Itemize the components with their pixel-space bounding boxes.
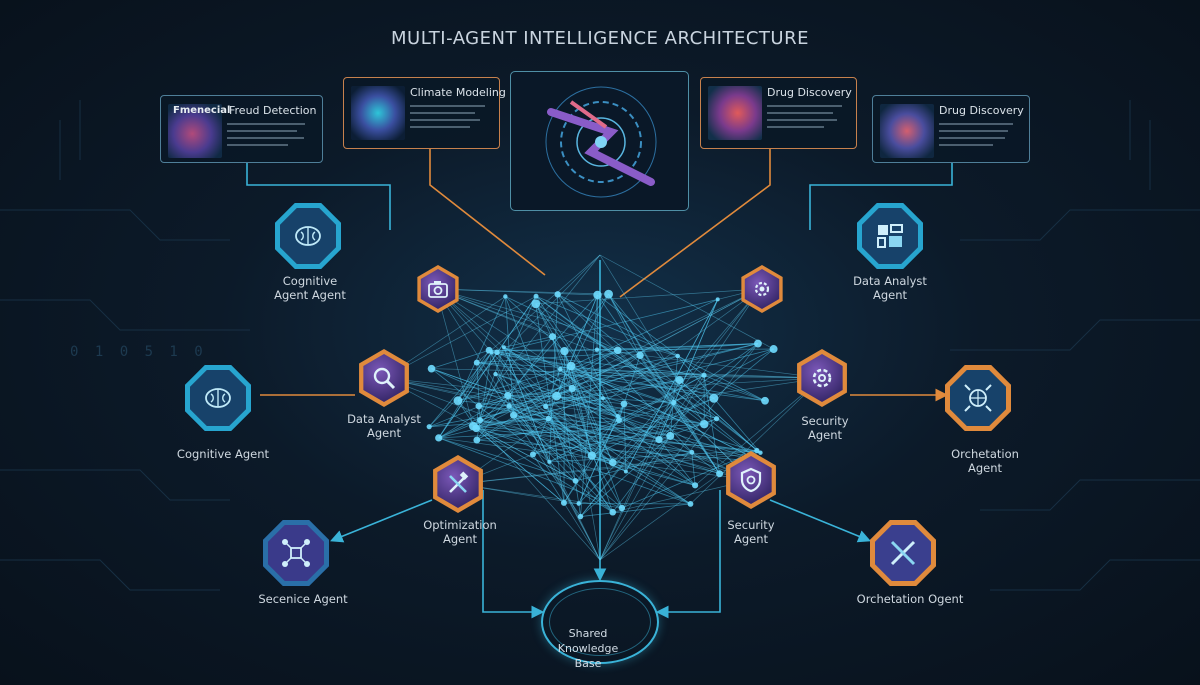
card-financial-fraud-detection: Fmenecial Freud Detection: [160, 95, 323, 163]
connector-orchestration-ogent: [769, 499, 871, 543]
magnifier-icon: [360, 354, 408, 402]
card-drug-discovery-1: Drug Discovery: [700, 77, 857, 149]
hero-graphic: [545, 86, 657, 198]
network-nodes-icon: [268, 525, 324, 581]
card-title: Freud Detection: [229, 104, 317, 117]
knowledge-base-inner-ring: [549, 588, 651, 656]
tools-icon: [434, 460, 482, 508]
diagram-title: MULTI-AGENT INTELLIGENCE ARCHITECTURE: [391, 28, 809, 49]
label-security-agent-right: Security Agent: [801, 414, 849, 442]
label-data-analyst-left: Data Analyst Agent: [347, 412, 421, 440]
oct-node-inner: [268, 525, 324, 581]
mesh-links: [383, 254, 823, 561]
card-title: Drug Discovery: [939, 104, 1024, 117]
label-orchestration-ogent: Orchetation Ogent: [856, 592, 964, 606]
connector-drug-2: [809, 163, 953, 230]
card-text-lines: [227, 123, 314, 151]
label-cognitive-agent-top: Cognitive Agent Agent: [274, 274, 346, 302]
connector-security-kb: [655, 490, 721, 619]
label-orchestration-agent-right: Orchetation Agent: [951, 447, 1019, 475]
card-title: Climate Modeling: [410, 86, 506, 99]
card-title: Drug Discovery: [767, 86, 852, 99]
connector-climate: [429, 149, 546, 276]
background-digits: 0 1 0 5 1 0: [70, 344, 207, 360]
card-network-hero-image: [510, 71, 689, 211]
card-thumbnail: [708, 86, 762, 140]
connector-optimization-kb: [482, 490, 545, 619]
card-thumbnail: [168, 104, 222, 158]
gear-icon: [742, 269, 782, 309]
card-text-lines: [767, 105, 848, 133]
connector-drug-1: [619, 149, 771, 298]
card-tag: Fmenecial: [173, 105, 231, 116]
connector-financial: [246, 163, 391, 230]
label-data-analyst-right: Data Analyst Agent: [853, 274, 927, 302]
label-optimization-agent: Optimization Agent: [423, 518, 497, 546]
card-text-lines: [939, 123, 1021, 151]
brain-icon: [190, 370, 246, 426]
data-blocks-icon: [862, 208, 918, 264]
card-climate-modeling: Climate Modeling: [343, 77, 506, 149]
camera-icon: [418, 269, 458, 309]
shared-knowledge-base[interactable]: Shared Knowledge Base: [541, 580, 659, 670]
mesh-nodes: [426, 289, 778, 520]
cog-icon: [798, 354, 846, 402]
label-secenice-agent: Secenice Agent: [258, 592, 348, 606]
shield-icon: [727, 456, 775, 504]
card-text-lines: [410, 105, 491, 133]
card-drug-discovery-2: Drug Discovery: [872, 95, 1030, 163]
brain-icon: [280, 208, 336, 264]
card-thumbnail: [880, 104, 934, 158]
label-cognitive-agent-left: Cognitive Agent: [176, 447, 270, 461]
crossed-tools-icon: [875, 525, 931, 581]
connector-secenice: [330, 499, 433, 543]
label-security-agent-center: Security Agent: [727, 518, 775, 546]
card-thumbnail: [351, 86, 405, 140]
globe-arrows-icon: [950, 370, 1006, 426]
